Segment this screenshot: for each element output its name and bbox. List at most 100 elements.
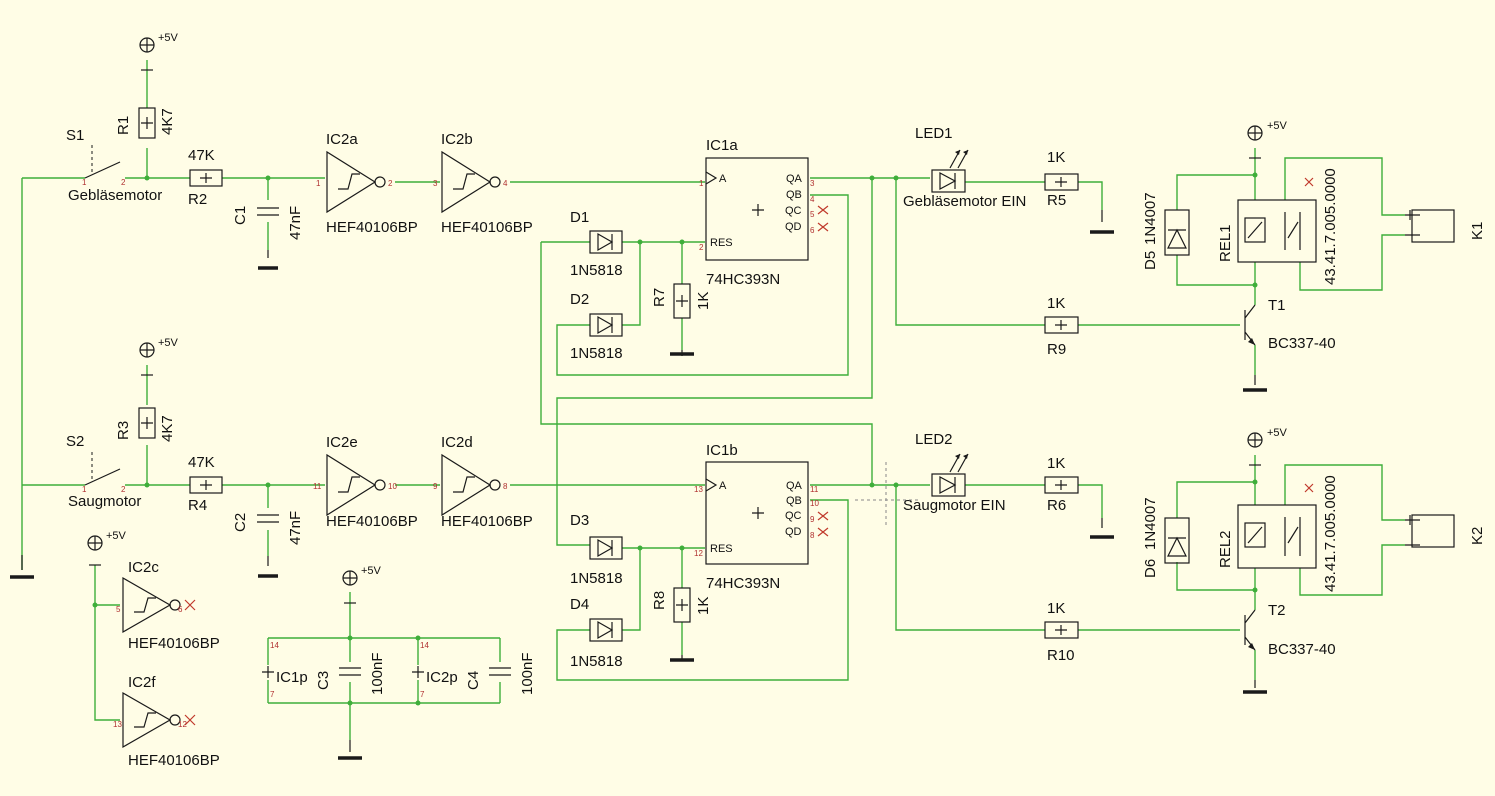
- svg-text:D6: D6: [1142, 559, 1159, 578]
- svg-text:47nF: 47nF: [287, 511, 304, 545]
- svg-text:R2: R2: [188, 191, 207, 208]
- svg-text:R8: R8: [651, 591, 668, 610]
- svg-text:C1: C1: [232, 206, 249, 225]
- svg-text:14: 14: [270, 641, 279, 650]
- svg-text:LED2: LED2: [915, 431, 953, 448]
- svg-text:IC2d: IC2d: [441, 434, 473, 451]
- svg-text:RES: RES: [710, 543, 733, 555]
- svg-text:12: 12: [178, 720, 187, 729]
- svg-text:4K7: 4K7: [159, 108, 176, 135]
- svg-text:R9: R9: [1047, 341, 1066, 358]
- diode-d2: D2 1N5818: [570, 291, 623, 362]
- svg-text:11: 11: [810, 485, 819, 494]
- svg-text:IC1a: IC1a: [706, 137, 738, 154]
- supply-symbol-ic2c: +5V: [87, 530, 127, 566]
- capacitor-c3: C3 100nF: [315, 652, 386, 695]
- svg-text:S2: S2: [66, 433, 84, 450]
- resistor-r8: R8 1K: [651, 587, 712, 623]
- svg-text:+5V: +5V: [1267, 120, 1288, 132]
- svg-text:IC1b: IC1b: [706, 442, 738, 459]
- svg-text:8: 8: [810, 531, 815, 540]
- svg-text:9: 9: [810, 515, 815, 524]
- svg-text:IC2e: IC2e: [326, 434, 358, 451]
- svg-text:2: 2: [699, 243, 704, 252]
- connector-k2: K2: [1405, 514, 1486, 548]
- capacitor-c1: C1 47nF: [232, 206, 304, 240]
- svg-text:IC2c: IC2c: [128, 559, 159, 576]
- svg-text:10: 10: [388, 482, 397, 491]
- svg-text:3: 3: [810, 179, 815, 188]
- svg-text:QA: QA: [786, 173, 803, 185]
- svg-text:+5V: +5V: [158, 32, 179, 44]
- svg-text:D3: D3: [570, 512, 589, 529]
- svg-text:4K7: 4K7: [159, 415, 176, 442]
- counter-ic1a: IC1a 74HC393N A RES QA QB QC QD 12 34 56: [699, 137, 829, 288]
- svg-text:14: 14: [420, 641, 429, 650]
- resistor-r5: 1K R5: [1044, 149, 1079, 209]
- svg-text:C2: C2: [232, 513, 249, 532]
- svg-text:HEF40106BP: HEF40106BP: [441, 513, 533, 530]
- svg-text:100nF: 100nF: [369, 652, 386, 695]
- capacitor-c2: C2 47nF: [232, 511, 304, 545]
- svg-text:1N5818: 1N5818: [570, 653, 623, 670]
- svg-text:5: 5: [810, 210, 815, 219]
- svg-text:2: 2: [388, 179, 393, 188]
- svg-text:3: 3: [433, 179, 438, 188]
- svg-text:R6: R6: [1047, 497, 1066, 514]
- supply-symbol-rel2: +5V: [1247, 427, 1288, 466]
- diode-d6: D6 1N4007: [1142, 497, 1190, 578]
- svg-text:Gebläsemotor: Gebläsemotor: [68, 187, 162, 204]
- supply-symbol-r3: +5V: [139, 337, 179, 376]
- resistor-r4: 47K R4: [188, 454, 223, 514]
- svg-text:R3: R3: [115, 421, 132, 440]
- svg-text:IC2p: IC2p: [426, 669, 458, 686]
- svg-text:7: 7: [420, 690, 425, 699]
- svg-text:LED1: LED1: [915, 125, 953, 142]
- svg-text:Saugmotor: Saugmotor: [68, 493, 141, 510]
- svg-text:4: 4: [810, 195, 815, 204]
- svg-text:5: 5: [116, 605, 121, 614]
- svg-text:47nF: 47nF: [287, 206, 304, 240]
- svg-text:1N5818: 1N5818: [570, 345, 623, 362]
- svg-text:6: 6: [810, 226, 815, 235]
- power-pin-ic1p: IC1p 147: [262, 641, 308, 699]
- supply-symbol-r1: +5V: [139, 32, 179, 71]
- relay-rel1: REL1 43.41.7.005.0000: [1217, 168, 1339, 285]
- resistor-r6: 1K R6: [1044, 455, 1079, 514]
- resistor-r9: 1K R9: [1044, 295, 1079, 358]
- svg-text:8: 8: [503, 482, 508, 491]
- svg-text:4: 4: [503, 179, 508, 188]
- diode-d5: D5 1N4007: [1142, 192, 1190, 270]
- svg-text:12: 12: [694, 549, 703, 558]
- svg-text:1K: 1K: [1047, 455, 1065, 472]
- svg-text:74HC393N: 74HC393N: [706, 271, 780, 288]
- svg-text:+5V: +5V: [158, 337, 179, 349]
- svg-text:QD: QD: [785, 526, 802, 538]
- svg-text:HEF40106BP: HEF40106BP: [128, 752, 220, 769]
- svg-text:D5: D5: [1142, 251, 1159, 270]
- svg-text:R5: R5: [1047, 192, 1066, 209]
- svg-text:1: 1: [82, 485, 87, 494]
- svg-text:R10: R10: [1047, 647, 1075, 664]
- resistor-r2: 47K R2: [188, 147, 223, 208]
- svg-text:1K: 1K: [1047, 600, 1065, 617]
- relay-rel2: REL2 43.41.7.005.0000: [1217, 475, 1339, 592]
- svg-text:RES: RES: [710, 237, 733, 249]
- resistor-r3: R3 4K7: [115, 407, 176, 442]
- led-led1: LED1 Gebläsemotor EIN: [903, 125, 1026, 210]
- svg-text:C3: C3: [315, 671, 332, 690]
- svg-text:HEF40106BP: HEF40106BP: [128, 635, 220, 652]
- svg-text:REL2: REL2: [1217, 530, 1234, 568]
- svg-text:1: 1: [316, 179, 321, 188]
- svg-text:A: A: [719, 480, 727, 492]
- svg-text:BC337-40: BC337-40: [1268, 335, 1336, 352]
- svg-text:D4: D4: [570, 596, 589, 613]
- resistor-r7: R7 1K: [651, 283, 712, 319]
